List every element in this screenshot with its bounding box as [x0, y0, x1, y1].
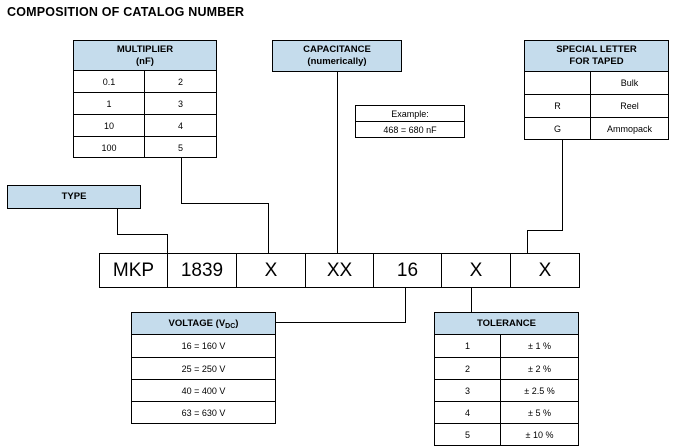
table-row: G Ammopack: [525, 118, 668, 139]
tolerance-code: 2: [435, 358, 501, 379]
voltage-value: 25 = 250 V: [181, 363, 226, 374]
page-title: COMPOSITION OF CATALOG NUMBER: [7, 5, 245, 19]
tolerance-value: ± 2 %: [528, 363, 551, 374]
connector-special-letter-vertical-1: [562, 140, 563, 231]
special-letter-code: R: [525, 95, 591, 117]
voltage-value: 40 = 400 V: [181, 385, 226, 396]
catalog-number-row: MKP 1839 X XX 16 X X: [99, 253, 580, 288]
multiplier-value: 0.1: [74, 71, 145, 92]
special-letter-meaning: Reel: [620, 101, 639, 111]
connector-voltage-vertical-1: [405, 288, 406, 323]
connector-voltage-horizontal: [276, 322, 406, 323]
table-row: Example:: [356, 106, 464, 122]
table-row: 25 = 250 V: [132, 358, 275, 380]
connector-special-letter-horizontal: [527, 230, 563, 231]
connector-capacitance-vertical: [337, 72, 338, 254]
connector-multiplier-vertical-1: [181, 158, 182, 204]
table-row: R Reel: [525, 95, 668, 118]
special-letter-code: [525, 72, 591, 94]
multiplier-code: 2: [177, 76, 183, 87]
tolerance-value: ± 5 %: [528, 407, 551, 418]
multiplier-header: MULTIPLIER (nF): [74, 41, 216, 71]
catalog-segment-type: MKP: [100, 254, 168, 287]
voltage-header-suffix: ): [235, 317, 239, 329]
tolerance-header: TOLERANCE: [435, 313, 578, 335]
tolerance-code: 5: [435, 424, 501, 445]
multiplier-value: 10: [74, 115, 145, 136]
special-letter-header: SPECIAL LETTER FOR TAPED: [525, 41, 668, 72]
multiplier-header-line2: (nF): [136, 55, 154, 67]
table-row: Bulk: [525, 72, 668, 95]
multiplier-code: 5: [177, 142, 183, 153]
table-row: 1 3: [74, 93, 216, 115]
capacitance-header-line2: (numerically): [307, 56, 367, 67]
tolerance-value: ± 1 %: [528, 341, 551, 351]
connector-multiplier-vertical-2: [268, 203, 269, 254]
table-row: 63 = 630 V: [132, 402, 275, 423]
voltage-header: VOLTAGE (VDC): [132, 313, 275, 335]
special-letter-header-line1: SPECIAL LETTER: [556, 44, 637, 56]
tolerance-value: ± 2.5 %: [524, 385, 555, 396]
multiplier-value: 1: [74, 93, 145, 114]
connector-tolerance-vertical: [471, 288, 472, 313]
catalog-segment-special-letter: X: [538, 259, 552, 281]
type-label: TYPE: [61, 191, 87, 203]
voltage-header-prefix: VOLTAGE (V: [168, 317, 226, 329]
table-row: 4 ± 5 %: [435, 402, 578, 424]
table-row: 40 = 400 V: [132, 380, 275, 402]
table-row: 10 4: [74, 115, 216, 137]
voltage-table: VOLTAGE (VDC) 16 = 160 V 25 = 250 V 40 =…: [131, 312, 276, 424]
catalog-segment-voltage: 16: [374, 254, 442, 287]
tolerance-value: ± 10 %: [525, 429, 554, 440]
table-row: 100 5: [74, 137, 216, 158]
catalog-segment-tolerance: X: [442, 254, 511, 287]
catalog-segment-capacitance: XX: [306, 254, 374, 287]
connector-special-letter-vertical-2: [527, 230, 528, 254]
catalog-segment-multiplier: X: [237, 254, 306, 287]
special-letter-meaning: Bulk: [620, 78, 639, 88]
multiplier-value: 100: [74, 137, 145, 158]
voltage-value: 63 = 630 V: [181, 407, 226, 418]
voltage-header-subscript: DC: [225, 322, 236, 330]
capacitance-header-line1: CAPACITANCE: [303, 44, 371, 56]
table-row: 468 = 680 nF: [356, 122, 464, 137]
capacitance-box: CAPACITANCE (numerically): [272, 40, 402, 72]
special-letter-meaning: Ammopack: [606, 123, 652, 134]
multiplier-code: 4: [177, 120, 183, 131]
example-value: 468 = 680 nF: [383, 124, 437, 135]
special-letter-header-line2: FOR TAPED: [569, 56, 624, 67]
tolerance-table: TOLERANCE 1 ± 1 % 2 ± 2 % 3 ± 2.5 % 4 ± …: [434, 312, 579, 446]
tolerance-code: 1: [435, 335, 501, 357]
catalog-segment-series: 1839: [168, 254, 237, 287]
table-row: 5 ± 10 %: [435, 424, 578, 445]
tolerance-header-label: TOLERANCE: [477, 317, 536, 329]
tolerance-code: 4: [435, 402, 501, 423]
tolerance-code: 3: [435, 380, 501, 401]
connector-type-vertical-1: [117, 209, 118, 235]
example-box: Example: 468 = 680 nF: [355, 105, 465, 138]
example-label: Example:: [391, 108, 429, 119]
table-row: 0.1 2: [74, 71, 216, 93]
multiplier-header-line1: MULTIPLIER: [116, 43, 174, 55]
table-row: 3 ± 2.5 %: [435, 380, 578, 402]
connector-type-horizontal: [117, 234, 168, 235]
table-row: 2 ± 2 %: [435, 358, 578, 380]
voltage-value: 16 = 160 V: [181, 341, 226, 351]
connector-type-vertical-2: [167, 234, 168, 254]
multiplier-code: 3: [177, 98, 183, 109]
connector-multiplier-horizontal: [181, 203, 269, 204]
table-row: 16 = 160 V: [132, 335, 275, 358]
table-row: 1 ± 1 %: [435, 335, 578, 358]
special-letter-code: G: [525, 118, 591, 139]
multiplier-table: MULTIPLIER (nF) 0.1 2 1 3 10 4 100 5: [73, 40, 217, 158]
type-box: TYPE: [7, 185, 141, 209]
special-letter-table: SPECIAL LETTER FOR TAPED Bulk R Reel G A…: [524, 40, 669, 140]
